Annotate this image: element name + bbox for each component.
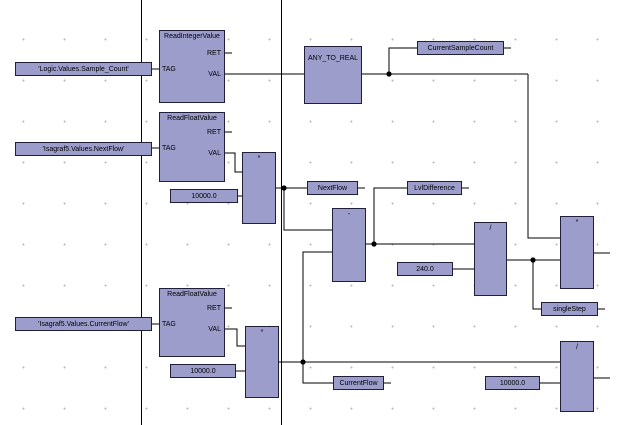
pin-tag: TAG — [162, 66, 176, 73]
pin-ret: RET — [207, 50, 221, 57]
const-10000-divide[interactable]: 10000.0 — [485, 376, 540, 390]
const-10000-currentflow[interactable]: 10000.0 — [170, 364, 236, 378]
pin-tag: TAG — [162, 145, 176, 152]
divide-block-lvl[interactable]: / — [474, 222, 507, 296]
const-10000-nextflow[interactable]: 10000.0 — [170, 189, 238, 203]
multiply-block-samplecount[interactable]: * — [560, 216, 594, 289]
pin-tag: TAG — [162, 321, 176, 328]
column-divider-right — [281, 0, 282, 425]
pin-val: VAL — [208, 150, 221, 157]
const-240[interactable]: 240.0 — [397, 262, 453, 276]
block-title: ReadFloatValue — [167, 115, 217, 122]
block-title: * — [575, 219, 579, 226]
divide-block-currentflow[interactable]: / — [560, 341, 594, 412]
multiply-block-currentflow[interactable]: * — [245, 326, 279, 398]
block-title: / — [576, 344, 578, 351]
read-float-value-block-nextflow[interactable]: ReadFloatValue RET TAG VAL — [159, 112, 225, 182]
block-title: ReadFloatValue — [167, 291, 217, 298]
var-lvl-difference[interactable]: LvlDifference — [407, 181, 462, 195]
pin-ret: RET — [207, 305, 221, 312]
block-title: * — [260, 329, 264, 336]
tag-isagraf5-values-nextflow[interactable]: 'Isagraf5.Values.NextFlow' — [15, 142, 152, 156]
any-to-real-block[interactable]: ANY_TO_REAL — [304, 46, 362, 104]
read-integer-value-block[interactable]: ReadIntegerValue RET TAG VAL — [159, 30, 225, 103]
block-title: ReadIntegerValue — [164, 33, 220, 40]
var-single-step[interactable]: singleStep — [541, 302, 598, 316]
tag-isagraf5-values-currentflow[interactable]: 'Isagraf5.Values.CurrentFlow' — [15, 317, 152, 331]
subtract-block[interactable]: - — [332, 208, 366, 282]
block-title: ANY_TO_REAL — [307, 55, 359, 62]
var-currentflow[interactable]: CurrentFlow — [333, 376, 384, 390]
var-current-sample-count[interactable]: CurrentSampleCount — [417, 41, 504, 55]
block-title: / — [489, 225, 492, 232]
read-float-value-block-currentflow[interactable]: ReadFloatValue RET TAG VAL — [159, 288, 225, 357]
pin-val: VAL — [208, 326, 221, 333]
var-nextflow[interactable]: NextFlow — [307, 181, 358, 195]
multiply-block-nextflow[interactable]: * — [242, 152, 276, 224]
block-title: - — [347, 211, 351, 218]
column-divider-left — [141, 0, 142, 425]
pin-val: VAL — [208, 71, 221, 78]
pin-ret: RET — [207, 129, 221, 136]
tag-logic-values-sample-count[interactable]: 'Logic.Values.Sample_Count' — [15, 62, 152, 76]
block-title: * — [257, 155, 261, 162]
